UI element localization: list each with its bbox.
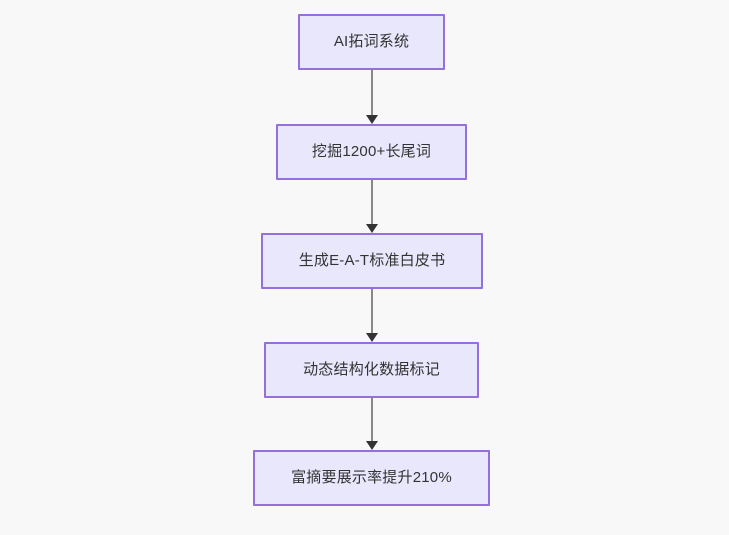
edge-line [371, 70, 373, 115]
flowchart-node-mine-long-tail-keywords[interactable]: 挖掘1200+长尾词 [276, 124, 467, 180]
arrowhead-icon [366, 115, 378, 124]
arrowhead-icon [366, 441, 378, 450]
edge-node4-to-node5 [366, 398, 378, 450]
node-label: 动态结构化数据标记 [303, 361, 440, 378]
flowchart-node-ai-keyword-expansion-system[interactable]: AI拓词系统 [298, 14, 445, 70]
edge-node2-to-node3 [366, 180, 378, 233]
flowchart-node-generate-eat-whitepaper[interactable]: 生成E-A-T标准白皮书 [261, 233, 483, 289]
arrowhead-icon [366, 224, 378, 233]
edge-node3-to-node4 [366, 289, 378, 342]
node-label: 生成E-A-T标准白皮书 [298, 252, 446, 269]
node-label: 富摘要展示率提升210% [291, 469, 452, 486]
arrowhead-icon [366, 333, 378, 342]
edge-line [371, 289, 373, 333]
edge-line [371, 398, 373, 441]
edge-node1-to-node2 [366, 70, 378, 124]
flowchart-node-dynamic-structured-data-markup[interactable]: 动态结构化数据标记 [264, 342, 479, 398]
node-label: 挖掘1200+长尾词 [311, 143, 432, 160]
flowchart-node-rich-snippet-impression-uplift[interactable]: 富摘要展示率提升210% [253, 450, 490, 506]
edge-line [371, 180, 373, 224]
node-label: AI拓词系统 [333, 33, 410, 50]
